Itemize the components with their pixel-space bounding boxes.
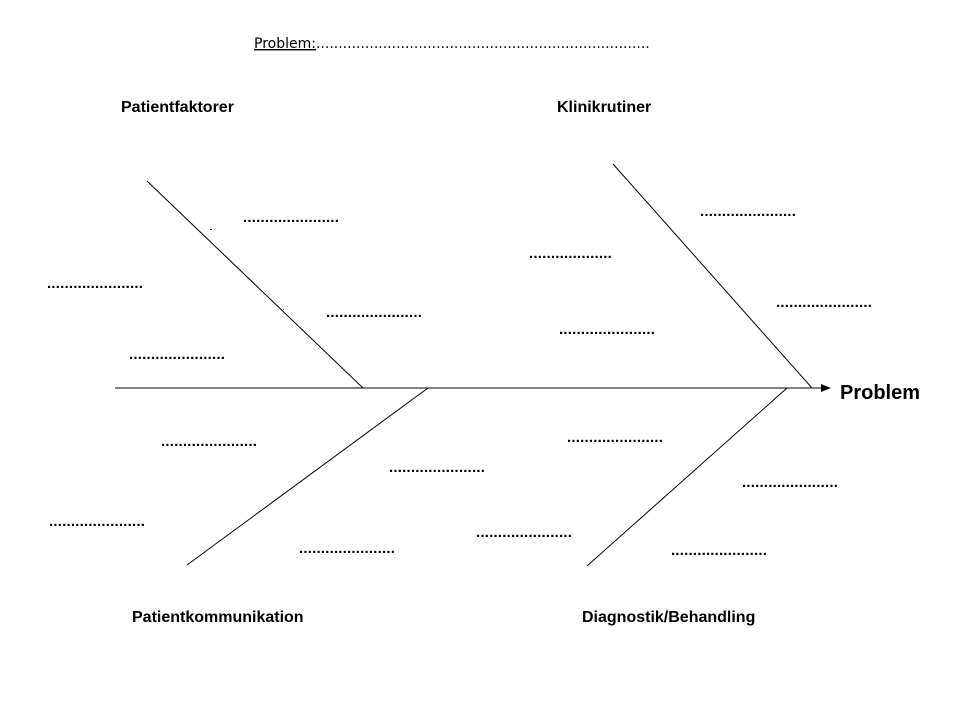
cause-blank[interactable]: ...................... xyxy=(161,433,257,450)
cause-blank[interactable]: ...................... xyxy=(476,524,572,541)
cause-blank[interactable]: ...................... xyxy=(47,275,143,292)
cause-blank[interactable]: ...................... xyxy=(49,513,145,530)
category-patientkommunikation: Patientkommunikation xyxy=(132,609,304,626)
category-diagnostik-behandling: Diagnostik/Behandling xyxy=(582,609,755,626)
bone-bottom-left xyxy=(186,387,429,566)
problem-header-label: Problem: xyxy=(254,36,316,52)
cause-blank[interactable]: ...................... xyxy=(700,203,796,220)
bone-top-right xyxy=(612,163,813,389)
category-patientfaktorer: Patientfaktorer xyxy=(121,99,234,116)
cause-blank[interactable]: ...................... xyxy=(326,304,422,321)
cause-blank[interactable]: ...................... xyxy=(567,429,663,446)
cause-blank[interactable]: ...................... xyxy=(671,542,767,559)
stray-mark xyxy=(210,229,212,230)
cause-blank[interactable]: ...................... xyxy=(299,540,395,557)
cause-blank[interactable]: ...................... xyxy=(243,209,339,226)
cause-blank[interactable]: ...................... xyxy=(776,294,872,311)
stray-mark xyxy=(283,309,284,310)
cause-blank[interactable]: ...................... xyxy=(742,474,838,491)
problem-header: Problem:................................… xyxy=(254,36,650,52)
cause-blank[interactable]: ...................... xyxy=(129,346,225,363)
cause-blank[interactable]: ...................... xyxy=(559,321,655,338)
problem-header-blank: ........................................… xyxy=(316,36,650,52)
cause-blank[interactable]: ...................... xyxy=(389,459,485,476)
cause-blank[interactable]: ................... xyxy=(529,245,612,262)
category-klinikrutiner: Klinikrutiner xyxy=(557,99,651,116)
bone-top-left xyxy=(146,180,364,389)
bone-bottom-right xyxy=(586,387,788,567)
effect-label: Problem xyxy=(840,382,920,404)
